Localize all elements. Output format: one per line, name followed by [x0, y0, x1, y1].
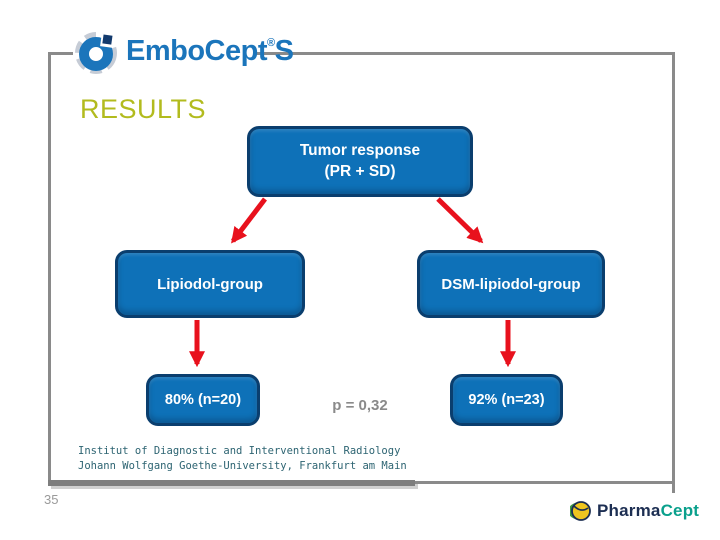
embocept-word: EmboCept [126, 34, 268, 67]
flow-box-left-result: 80% (n=20) [146, 374, 260, 426]
embocept-logo-text: EmboCept®S [126, 34, 294, 68]
registered-mark: ® [267, 36, 275, 49]
frame-left-line [48, 52, 51, 483]
embocept-logo: EmboCept®S [72, 27, 294, 75]
pharmacept-word-cept: Cept [660, 501, 700, 520]
right-result-label: 92% (n=23) [468, 392, 545, 408]
tumor-response-line1: Tumor response [299, 141, 421, 159]
pharmacept-logo-icon [570, 501, 591, 521]
pharmacept-logo-text: PharmaCept [597, 501, 699, 521]
frame-right-line [672, 52, 675, 493]
footer-line-2: Johann Wolfgang Goethe-University, Frank… [78, 460, 407, 473]
page-title: RESULTS [80, 94, 207, 124]
frame-top-left-segment [48, 52, 73, 55]
flow-box-tumor-response: Tumor response (PR + SD) [247, 126, 473, 197]
flow-box-dsm-lipiodol-group: DSM-lipiodol-group [417, 250, 605, 318]
pharmacept-logo: PharmaCept [570, 500, 699, 522]
embocept-logo-icon [75, 32, 117, 74]
flow-box-lipiodol-group: Lipiodol-group [115, 250, 305, 318]
tumor-response-line2: (PR + SD) [324, 162, 396, 180]
frame-bottom-bar [48, 480, 415, 486]
pharmacept-word-pharma: Pharma [597, 501, 661, 520]
footer-institute-note: Institut of Diagnostic and Interventiona… [78, 444, 407, 474]
arrow-root-to-right-group [436, 197, 484, 244]
arrow-root-to-left-group [231, 197, 267, 244]
flow-box-right-result: 92% (n=23) [450, 374, 563, 426]
slide-page-number: 35 [44, 492, 59, 507]
dsm-lipiodol-group-label: DSM-lipiodol-group [441, 275, 581, 293]
frame-top-right-segment [257, 52, 675, 55]
p-value: p = 0,32 [332, 397, 388, 414]
frame-bottom-line [415, 481, 675, 484]
footer-line-1: Institut of Diagnostic and Interventiona… [78, 445, 401, 457]
embocept-suffix: S [274, 34, 294, 67]
left-result-label: 80% (n=20) [164, 392, 242, 408]
lipiodol-group-label: Lipiodol-group [157, 275, 263, 293]
